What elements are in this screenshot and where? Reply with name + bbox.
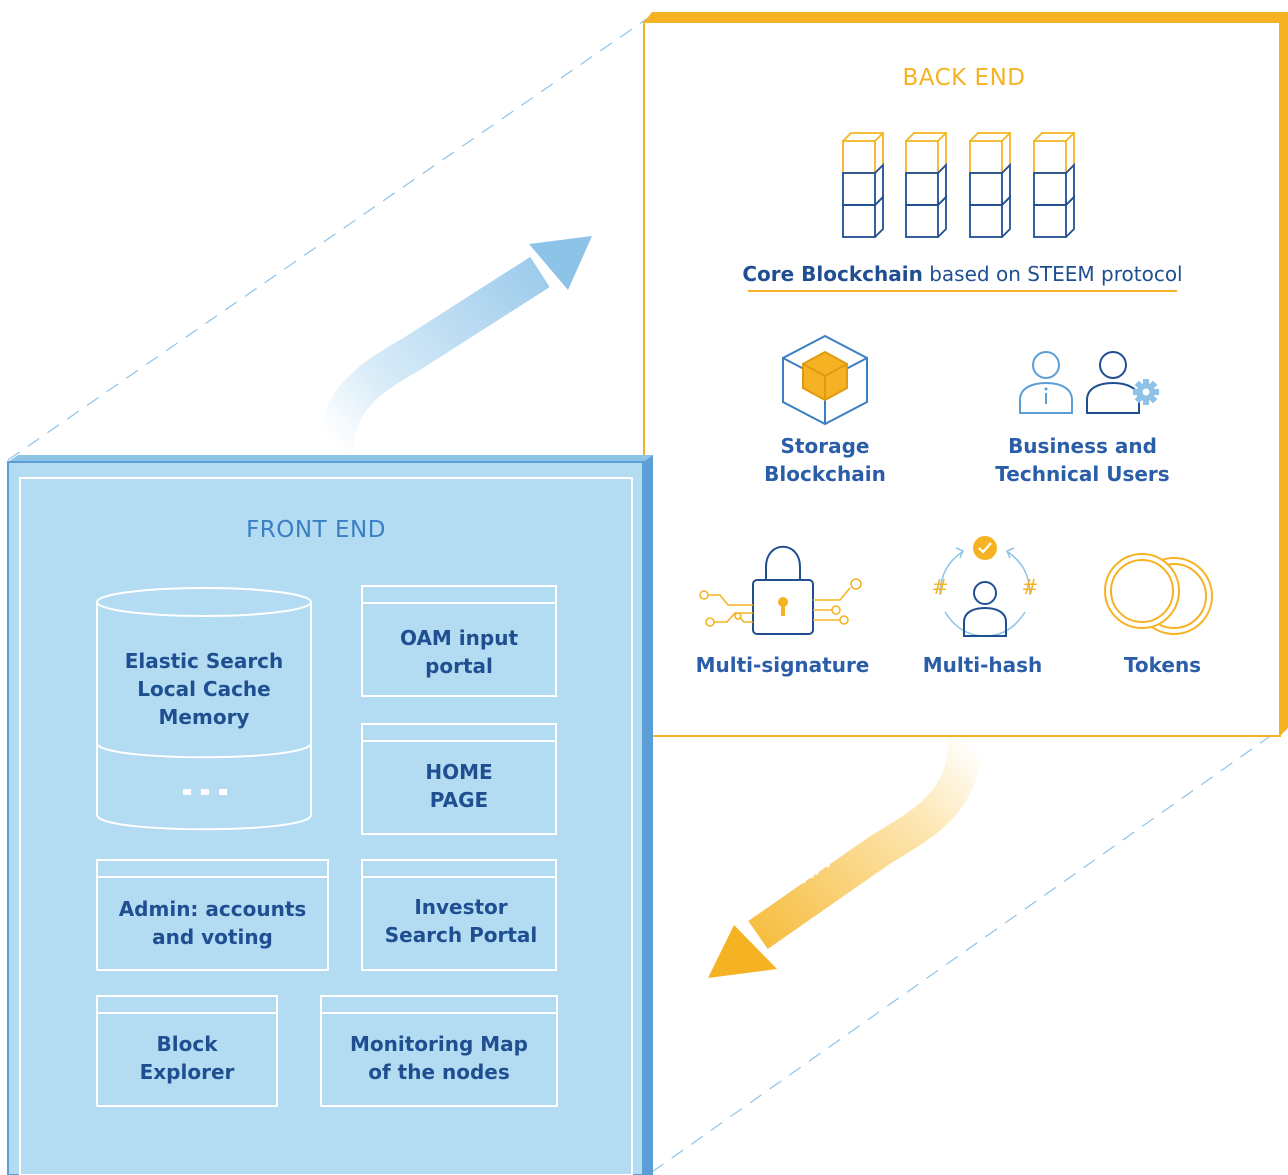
storage-cube-icon (782, 334, 868, 426)
elastic-line3: Memory (158, 705, 250, 729)
elastic-search-label: Elastic Search Local Cache Memory (100, 647, 308, 731)
api-up-arrow (317, 236, 592, 456)
block-line1: Block (156, 1032, 218, 1056)
investor-line2: Search Portal (384, 923, 538, 947)
monitoring-map: Monitoring Map of the nodes (323, 1030, 555, 1086)
frontend-windows (96, 585, 558, 1107)
monitor-line1: Monitoring Map (350, 1032, 528, 1056)
database-cylinder (96, 587, 312, 831)
business-technical-users-label: Business and Technical Users (980, 432, 1185, 488)
oam-input-portal: OAM input portal (364, 624, 554, 680)
core-blockchain-rest: based on STEEM protocol (922, 262, 1183, 286)
coins-icon (1104, 553, 1213, 635)
svg-text:#: # (1022, 575, 1039, 599)
admin-accounts-voting: Admin: accounts and voting (99, 895, 326, 951)
core-blockchain-label: Core Blockchain based on STEEM protocol (720, 260, 1205, 288)
tokens-label: Tokens (1123, 653, 1202, 677)
multi-signature-label: Multi-signature (695, 653, 870, 677)
storage-blockchain-label: Storage Blockchain (740, 432, 910, 488)
home-line1: HOME (425, 760, 493, 784)
api-down-arrow (708, 737, 982, 978)
elastic-line2: Local Cache (137, 677, 271, 701)
home-page: HOME PAGE (364, 758, 554, 814)
perspective-lines (7, 17, 1287, 1173)
investor-line1: Investor (414, 895, 508, 919)
blockchain-stack-icon (842, 132, 1075, 238)
users-line1: Business and (1008, 434, 1157, 458)
home-line2: PAGE (429, 788, 489, 812)
block-explorer: Block Explorer (99, 1030, 275, 1086)
admin-line2: and voting (152, 925, 273, 949)
elastic-line1: Elastic Search (124, 649, 284, 673)
investor-search-portal: Investor Search Portal (364, 893, 558, 949)
padlock-circuit-icon (699, 545, 862, 635)
users-line2: Technical Users (995, 462, 1170, 486)
front-end-panel (7, 455, 653, 1175)
front-end-title: FRONT END (246, 517, 386, 543)
oam-line1: OAM input (399, 626, 519, 650)
core-blockchain-bold: Core Blockchain (742, 262, 923, 286)
multi-hash-label: Multi-hash (922, 653, 1043, 677)
svg-text:#: # (932, 575, 949, 599)
admin-line1: Admin: accounts (118, 897, 307, 921)
monitor-line2: of the nodes (368, 1060, 510, 1084)
back-end-panel (643, 12, 1288, 737)
storage-line2: Blockchain (764, 462, 886, 486)
multi-hash-user-icon: # # (932, 536, 1039, 637)
oam-line2: portal (425, 654, 493, 678)
block-line2: Explorer (139, 1060, 235, 1084)
storage-line1: Storage (780, 434, 870, 458)
back-end-title: BACK END (902, 65, 1026, 91)
